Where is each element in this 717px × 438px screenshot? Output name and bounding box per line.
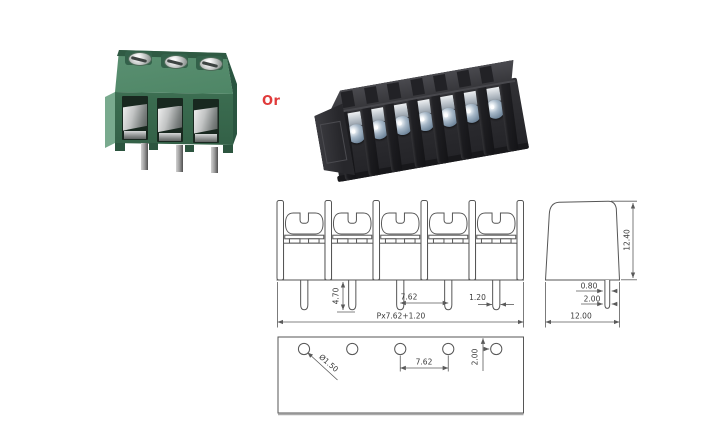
clamp-bar (194, 134, 217, 142)
clamp-bar (124, 131, 146, 139)
green-block-left-face (105, 92, 115, 148)
dim-label-pin-width: 1.20 (469, 293, 486, 302)
wire-entry-window (122, 96, 148, 140)
dim-width: 12.00 (545, 282, 620, 328)
dim-pin-width: 1.20 (469, 293, 514, 307)
wire-entry-window (192, 99, 219, 143)
dim-label-edge-distance: 2.00 (471, 348, 480, 365)
screw-head-icon (198, 57, 223, 71)
dim-label-pin-offset: 2.00 (584, 295, 601, 304)
dim-label-pitch: 7.62 (401, 293, 418, 302)
front-view-drawing: 4.70 7.62 1.20 Px7.62+1.20 (276, 200, 524, 328)
dim-height: 12.40 (611, 200, 637, 281)
metal-clamp (193, 107, 218, 134)
dim-pin-length: 4.70 (332, 281, 355, 313)
solder-pin (140, 143, 148, 170)
clamp-bar (159, 132, 181, 141)
solder-pin (210, 147, 218, 173)
solder-pin (175, 145, 183, 172)
dim-pitch: 7.62 (400, 293, 449, 306)
mount-foot (184, 144, 194, 152)
bottom-view-drawing: Ø1.50 7.62 2.00 (277, 336, 524, 416)
dim-label-pin-length: 4.70 (332, 287, 341, 304)
mount-foot (115, 143, 125, 151)
dim-label-overall-width: Px7.62+1.20 (377, 312, 426, 321)
dim-label-width: 12.00 (570, 312, 592, 321)
green-terminal-block-photo (105, 42, 240, 174)
dim-pin-thickness: 0.80 (576, 282, 618, 294)
mount-foot (149, 143, 158, 150)
dim-edge-distance: 2.00 (471, 338, 490, 371)
or-separator-label: Or (262, 94, 281, 109)
side-view-drawing: 12.40 0.80 2.00 12.00 (544, 200, 637, 328)
metal-clamp (123, 104, 147, 131)
screw-head-icon (127, 52, 152, 66)
dim-label-height: 12.40 (623, 229, 632, 251)
dim-overall-width: Px7.62+1.20 (277, 282, 524, 328)
metal-clamp (158, 105, 182, 133)
dim-label-hole-pitch: 7.62 (416, 358, 433, 367)
dim-hole-pitch: 7.62 (399, 355, 449, 372)
screw-head-icon (163, 54, 188, 69)
mount-foot (223, 145, 233, 153)
dim-label-pin-thickness: 0.80 (581, 282, 598, 291)
wire-entry-window (157, 97, 183, 142)
